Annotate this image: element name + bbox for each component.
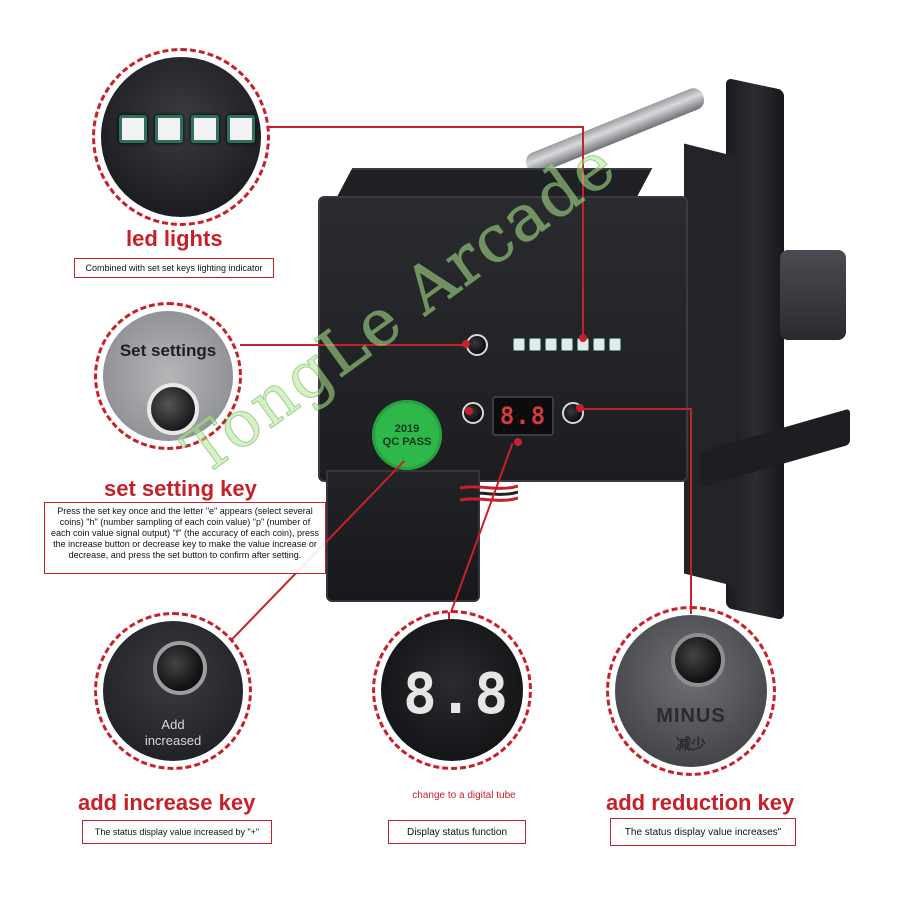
display-value: 8.8 xyxy=(499,402,547,430)
heading-led-lights: led lights xyxy=(126,226,223,251)
zoom-led-lights xyxy=(92,48,270,226)
caption-digital-tube: Display status function xyxy=(388,820,526,844)
heading-reduction-key: add reduction key xyxy=(606,790,795,815)
callout-dot-add xyxy=(465,407,473,415)
callout-dot-minus xyxy=(576,404,584,412)
caption-add-key: The status display value increased by "+… xyxy=(82,820,272,844)
zoomed-add-button xyxy=(153,641,207,695)
qc-year: 2019 xyxy=(394,422,420,435)
caption-led-lights: Combined with set set keys lighting indi… xyxy=(74,258,274,278)
qc-text: QC PASS xyxy=(382,435,432,448)
coin-acceptor-lower-body xyxy=(326,470,480,602)
zoomed-tube-digits: 8.8 xyxy=(403,662,511,727)
led-indicator xyxy=(609,338,621,351)
zoom-add-label: Add increased xyxy=(103,717,243,749)
device-led-strip xyxy=(513,338,621,351)
zoom-digital-tube: 8.8 xyxy=(372,610,532,770)
heading-digital-tube: change to a digital tube xyxy=(412,790,516,801)
qc-pass-sticker: 2019 QC PASS xyxy=(372,400,442,470)
callout-line-minus xyxy=(580,408,692,410)
zoomed-set-button xyxy=(147,383,199,435)
caption-reduction-key: The status display value increases" xyxy=(610,818,796,846)
zoomed-led xyxy=(191,115,219,143)
led-indicator xyxy=(561,338,573,351)
heading-set-key: set setting key xyxy=(104,476,257,501)
led-indicator xyxy=(545,338,557,351)
heading-add-key: add increase key xyxy=(78,790,256,815)
led-indicator xyxy=(593,338,605,351)
callout-line-led-down xyxy=(582,126,584,338)
device-digital-display: 8.8 xyxy=(492,396,554,436)
zoom-add-key: Add increased xyxy=(94,612,252,770)
zoom-add-label-line2: increased xyxy=(144,733,202,748)
zoom-reduction-key: MINUS 减少 xyxy=(606,606,776,776)
callout-dot-tube xyxy=(514,438,522,446)
zoomed-led xyxy=(119,115,147,143)
led-indicator xyxy=(529,338,541,351)
zoomed-minus-button xyxy=(671,633,725,687)
zoom-minus-label-cn: 减少 xyxy=(675,736,706,753)
callout-line-minus-down xyxy=(690,408,692,614)
coin-entry-bracket xyxy=(780,250,846,340)
zoom-set-key: Set settings xyxy=(94,302,242,450)
zoomed-led-strip xyxy=(119,115,261,143)
zoom-minus-label: MINUS xyxy=(656,705,726,727)
zoomed-led xyxy=(155,115,183,143)
wire-bundle xyxy=(460,484,518,502)
sensor-rod xyxy=(522,85,708,177)
led-indicator xyxy=(513,338,525,351)
set-key-description: Press the set key once and the letter "e… xyxy=(44,502,326,574)
callout-dot-led xyxy=(579,334,587,342)
callout-dot-set xyxy=(462,340,470,348)
zoomed-led xyxy=(227,115,255,143)
zoom-set-label: Set settings xyxy=(119,341,217,360)
zoom-add-label-line1: Add xyxy=(161,717,185,732)
callout-line-led xyxy=(268,126,584,128)
callout-line-set xyxy=(240,344,466,346)
